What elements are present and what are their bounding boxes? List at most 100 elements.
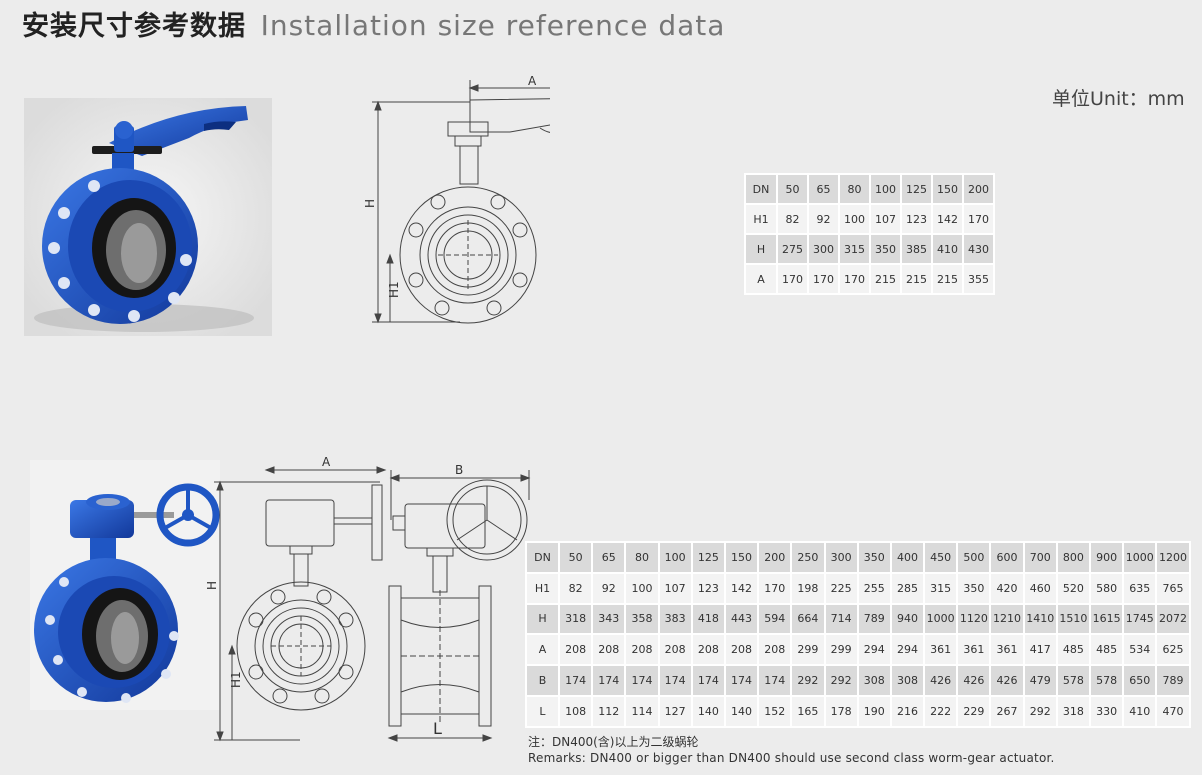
table-cell: 152	[759, 696, 791, 726]
table-cell: 650	[1124, 666, 1156, 695]
table-cell: 470	[1157, 696, 1189, 726]
table-cell: 343	[593, 604, 625, 634]
table-cell: 114	[626, 696, 658, 726]
table-cell: 1510	[1057, 604, 1089, 634]
table-cell: 50	[560, 543, 592, 572]
table-cell: 450	[925, 543, 957, 572]
table-cell: 426	[925, 666, 957, 695]
table-cell: 292	[792, 666, 824, 695]
table-cell: 165	[792, 696, 824, 726]
table-cell: 216	[891, 696, 924, 726]
table-cell: 300	[825, 543, 857, 572]
dim-label-h2: H	[205, 581, 219, 590]
table-cell: 358	[626, 604, 658, 634]
table-cell: 1745	[1124, 604, 1156, 634]
remarks-chinese: 注：DN400(含)以上为二级蜗轮	[528, 735, 699, 749]
lever-valve-image	[24, 98, 272, 336]
table-cell: 2072	[1157, 604, 1189, 634]
table-cell: 625	[1157, 635, 1189, 665]
dim-label-a2: A	[322, 455, 331, 469]
table-cell: 127	[659, 696, 691, 726]
gear-valve-side-drawing: B L	[383, 460, 533, 750]
table-cell: 900	[1091, 543, 1123, 572]
table-cell: 225	[825, 573, 857, 603]
table-cell: 208	[692, 635, 724, 665]
table-cell: 635	[1124, 573, 1156, 603]
table-cell: 292	[825, 666, 857, 695]
table-row: DN 50 65 80 100 125 150 200	[746, 175, 993, 203]
table-cell: 940	[891, 604, 924, 634]
table-cell: 150	[725, 543, 758, 572]
row-header: B	[527, 666, 558, 695]
table-cell: 267	[991, 696, 1023, 726]
table-cell: 308	[858, 666, 890, 695]
table-cell: 315	[925, 573, 957, 603]
table-cell: 664	[792, 604, 824, 634]
table-cell: 318	[1057, 696, 1089, 726]
table-cell: 208	[560, 635, 592, 665]
lever-valve-dimension-table: DN 50 65 80 100 125 150 200 H1 82 92 100…	[744, 173, 995, 295]
table-cell: 190	[858, 696, 890, 726]
table-cell: 174	[759, 666, 791, 695]
table-cell: 420	[991, 573, 1023, 603]
table-cell: 417	[1024, 635, 1056, 665]
table-cell: 1210	[991, 604, 1023, 634]
dim-label-h: H	[363, 199, 377, 208]
table-cell: 294	[858, 635, 890, 665]
table-cell: 174	[626, 666, 658, 695]
dim-label-h1-2: H1	[229, 671, 243, 688]
table-cell: 500	[958, 543, 990, 572]
table-cell: 578	[1091, 666, 1123, 695]
table-cell: 1000	[1124, 543, 1156, 572]
table-cell: 294	[891, 635, 924, 665]
table-cell: 174	[593, 666, 625, 695]
table-cell: 174	[725, 666, 758, 695]
gear-valve-front-drawing: A H H1	[200, 450, 400, 750]
page-title: 安装尺寸参考数据 Installation size reference dat…	[22, 4, 725, 43]
dim-label-l: L	[433, 719, 442, 738]
table-cell: 108	[560, 696, 592, 726]
table-cell: 350	[858, 543, 890, 572]
row-header: A	[527, 635, 558, 665]
table-cell: 198	[792, 573, 824, 603]
table-cell: 789	[1157, 666, 1189, 695]
table-cell: 1120	[958, 604, 990, 634]
table-cell: 208	[659, 635, 691, 665]
table-cell: 229	[958, 696, 990, 726]
table-cell: 485	[1057, 635, 1089, 665]
table-cell: 80	[626, 543, 658, 572]
unit-label: 单位Unit：mm	[1052, 88, 1185, 110]
row-header: DN	[527, 543, 558, 572]
table-cell: 765	[1157, 573, 1189, 603]
table-cell: 400	[891, 543, 924, 572]
table-cell: 142	[725, 573, 758, 603]
table-cell: 318	[560, 604, 592, 634]
table-cell: 700	[1024, 543, 1056, 572]
table-cell: 208	[725, 635, 758, 665]
table-cell: 65	[593, 543, 625, 572]
table-cell: 107	[659, 573, 691, 603]
table-cell: 600	[991, 543, 1023, 572]
table-cell: 520	[1057, 573, 1089, 603]
table-cell: 330	[1091, 696, 1123, 726]
table-cell: 82	[560, 573, 592, 603]
table-cell: 208	[593, 635, 625, 665]
title-english: Installation size reference data	[260, 9, 726, 42]
table-cell: 140	[725, 696, 758, 726]
table-cell: 100	[626, 573, 658, 603]
table-cell: 361	[991, 635, 1023, 665]
table-cell: 174	[692, 666, 724, 695]
table-cell: 178	[825, 696, 857, 726]
table-cell: 383	[659, 604, 691, 634]
gear-valve-image	[30, 460, 220, 710]
table-cell: 789	[858, 604, 890, 634]
table-cell: 578	[1057, 666, 1089, 695]
table-cell: 1000	[925, 604, 957, 634]
lever-valve-drawing: A H H1	[360, 70, 601, 330]
table-cell: 299	[792, 635, 824, 665]
table-cell: 208	[759, 635, 791, 665]
